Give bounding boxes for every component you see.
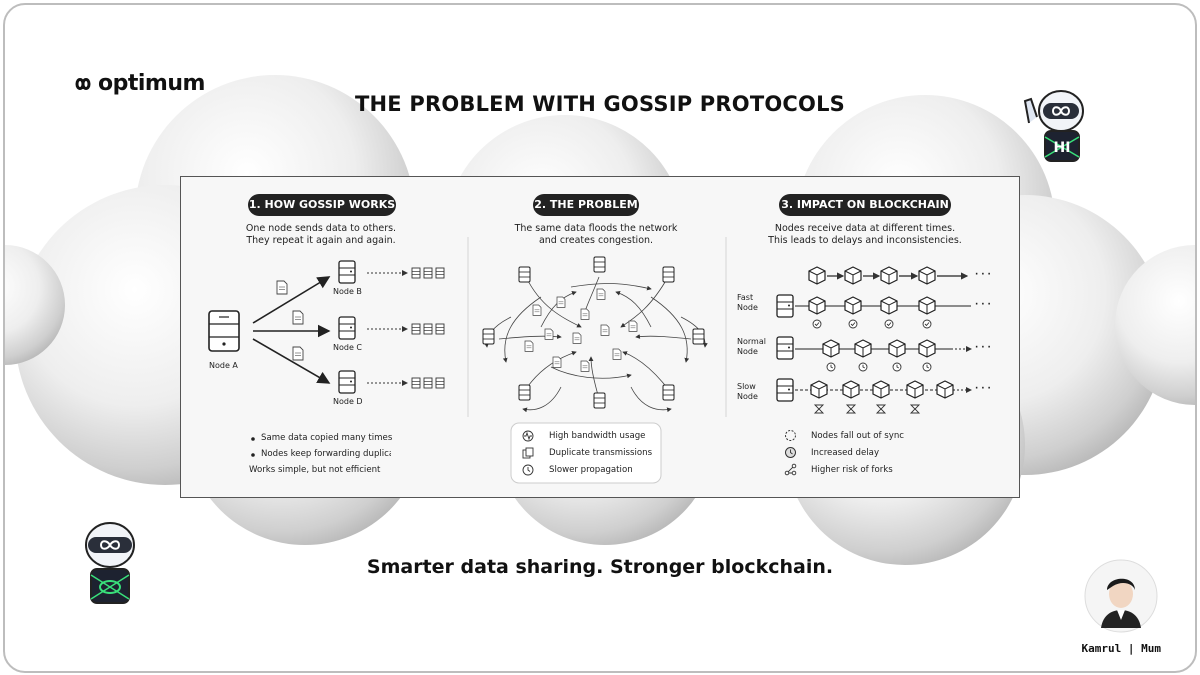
document-icon [276,280,288,295]
document-icon [292,346,304,361]
cube-icon [918,266,936,285]
node-a-server-icon [208,310,240,352]
server-icon [662,266,675,283]
problem-legend-item: Slower propagation [549,465,633,475]
section-2-network-diagram [482,256,708,484]
mascot-waving-icon: HI [1023,90,1084,162]
section-1-bullet: Same data copied many times [261,433,393,443]
chain-ellipsis: · · · [975,384,991,394]
section-3-title: 3. IMPACT ON BLOCKCHAIN [779,194,951,216]
chain-ellipsis: · · · [975,343,991,353]
cube-icon [844,266,862,285]
problem-legend-box [510,422,662,484]
problem-legend-item: High bandwidth usage [549,431,646,441]
node-d-server-icon [338,370,356,394]
section-2-title: 2. THE PROBLEM [533,194,639,216]
slow-node-server-icon [776,378,794,402]
normal-node-server-icon [776,336,794,360]
chain-ellipsis: · · · [975,300,991,310]
section-1-title: 1. HOW GOSSIP WORKS [248,194,396,216]
server-icon [518,384,531,401]
server-icon [482,328,495,345]
mascot-badge: HI [1054,140,1071,156]
author-avatar [1084,559,1158,633]
node-c-server-icon [338,316,356,340]
check-icon [812,319,822,329]
document-icon [292,310,304,325]
pulse-icon [522,430,534,442]
brand-logo: optimum [70,71,205,96]
node-c-label: Node C [333,343,363,352]
infographic-drawing [208,237,972,484]
author-name: Kamrul | Mum [1081,642,1161,655]
section-1-bullet: Nodes keep forwarding duplicate [261,449,391,459]
server-icon [593,392,606,409]
node-b-server-icon [338,260,356,284]
chain-ellipsis: · · · [975,270,991,280]
clock-icon [826,362,836,372]
dashed-circle-icon [785,430,796,441]
server-icon [662,384,675,401]
clock-icon [522,464,534,476]
section-1-diagram [208,260,445,457]
server-icon [518,266,531,283]
section-1-description: One node sends data to others.They repea… [245,223,397,246]
brand-name: optimum [98,71,205,96]
fast-node-server-icon [776,294,794,318]
impact-legend-item: Increased delay [811,448,880,458]
section-3-description: Nodes receive data at different times.Th… [768,223,962,246]
section-3-diagram [776,266,972,476]
server-icon [593,256,606,273]
fork-icon [784,463,797,476]
copy-icon [522,447,534,459]
node-d-label: Node D [333,397,363,406]
problem-legend-item: Duplicate transmissions [549,448,653,458]
cube-icon [880,266,898,285]
infinity-logo-icon [75,77,91,90]
infographic-card: 1. HOW GOSSIP WORKS One node sends data … [180,176,1020,498]
cube-icon [808,266,826,285]
section-1-bullet: Works simple, but not efficient [249,465,381,475]
impact-legend-item: Nodes fall out of sync [811,431,904,441]
clock-icon [785,447,796,458]
tagline: Smarter data sharing. Stronger blockchai… [366,556,834,578]
hourglass-icon [814,404,824,414]
node-a-label: Node A [209,361,238,370]
node-b-label: Node B [333,287,362,296]
mascot-hugging-icon [85,522,135,604]
author-credit: Kamrul | Mum [1082,558,1161,655]
server-icon [692,328,705,345]
page-title: THE PROBLEM WITH GOSSIP PROTOCOLS [355,92,845,116]
impact-legend-item: Higher risk of forks [811,465,893,475]
